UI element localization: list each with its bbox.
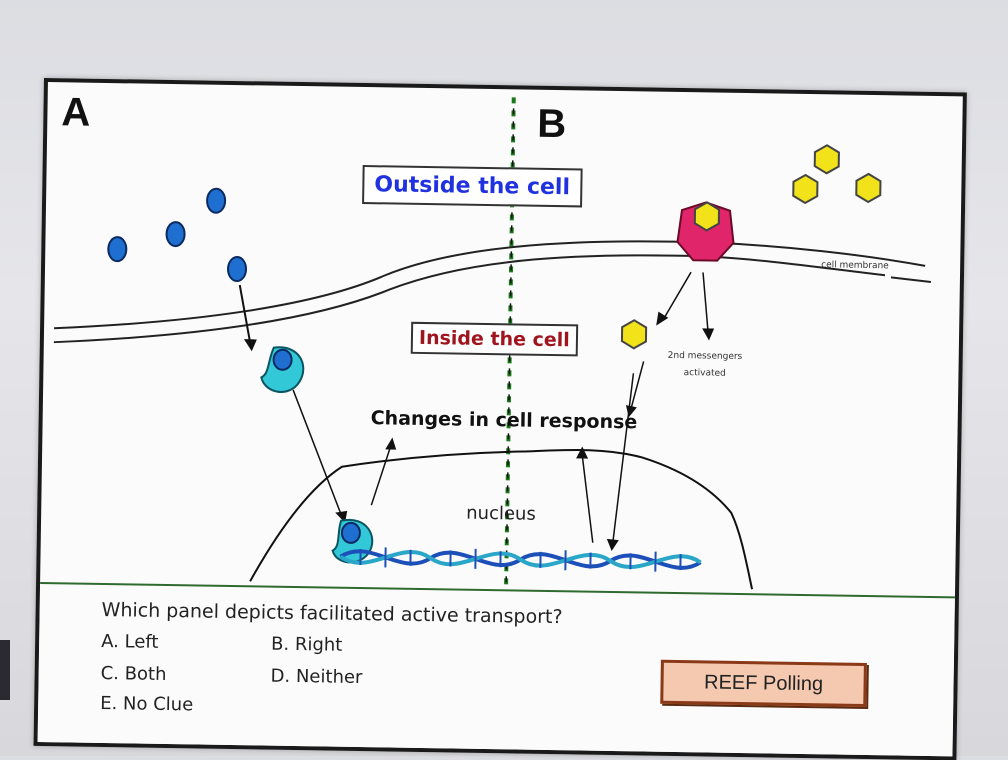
arrowhead [576, 446, 588, 458]
inside-cell-label: Inside the cell [411, 322, 578, 357]
messenger-to-dna-arrow [613, 373, 634, 543]
choice-a[interactable]: A. Left [101, 631, 159, 653]
arrowhead [702, 328, 714, 340]
response-arrow-b [581, 454, 594, 542]
cyan-receptor [261, 347, 304, 392]
membrane-label: cell membrane [821, 260, 889, 271]
question-area: Which panel depicts facilitated active t… [38, 582, 955, 758]
messengers-label-line2: activated [667, 365, 742, 383]
cyan-receptor-nucleus [332, 520, 372, 563]
choice-e[interactable]: E. No Clue [100, 693, 193, 715]
blue-ligand [108, 237, 126, 261]
choice-d[interactable]: D. Neither [270, 666, 362, 688]
monitor-edge [0, 640, 10, 700]
blue-ligand [207, 189, 225, 213]
dna-helix [340, 547, 700, 573]
messenger-arrow [702, 272, 709, 332]
messengers-label: 2nd messengers activated [667, 348, 742, 383]
yellow-ligand [793, 175, 817, 203]
nucleus-label: nucleus [466, 503, 536, 525]
panel-a-label: A [61, 90, 91, 135]
blue-ligand [166, 222, 184, 246]
transport-arrow [239, 285, 251, 341]
yellow-ligand [856, 174, 880, 202]
yellow-ligand [815, 145, 839, 173]
messengers-label-line1: 2nd messengers [668, 348, 743, 366]
outside-cell-label: Outside the cell [362, 165, 582, 207]
arrowhead [607, 539, 619, 551]
reef-polling-button[interactable]: REEF Polling [660, 660, 867, 707]
response-arrow-a [371, 447, 390, 505]
magenta-receptor [677, 202, 734, 261]
arrowhead [385, 437, 396, 449]
messenger-arrow [664, 272, 691, 318]
arrowhead [244, 339, 257, 351]
messenger-to-response-arrow [631, 361, 644, 409]
choice-b[interactable]: B. Right [271, 634, 343, 656]
choice-c[interactable]: C. Both [100, 663, 166, 685]
blue-ligand [228, 257, 246, 281]
membrane-label-line [891, 277, 931, 282]
slide: A B Outside the cell Inside the cell Cha… [34, 78, 967, 760]
panel-b-label: B [537, 102, 567, 147]
signal-arrow [291, 390, 343, 515]
question-text: Which panel depicts facilitated active t… [101, 599, 562, 628]
changes-response-label: Changes in cell response [371, 407, 638, 433]
second-messenger [622, 320, 646, 348]
